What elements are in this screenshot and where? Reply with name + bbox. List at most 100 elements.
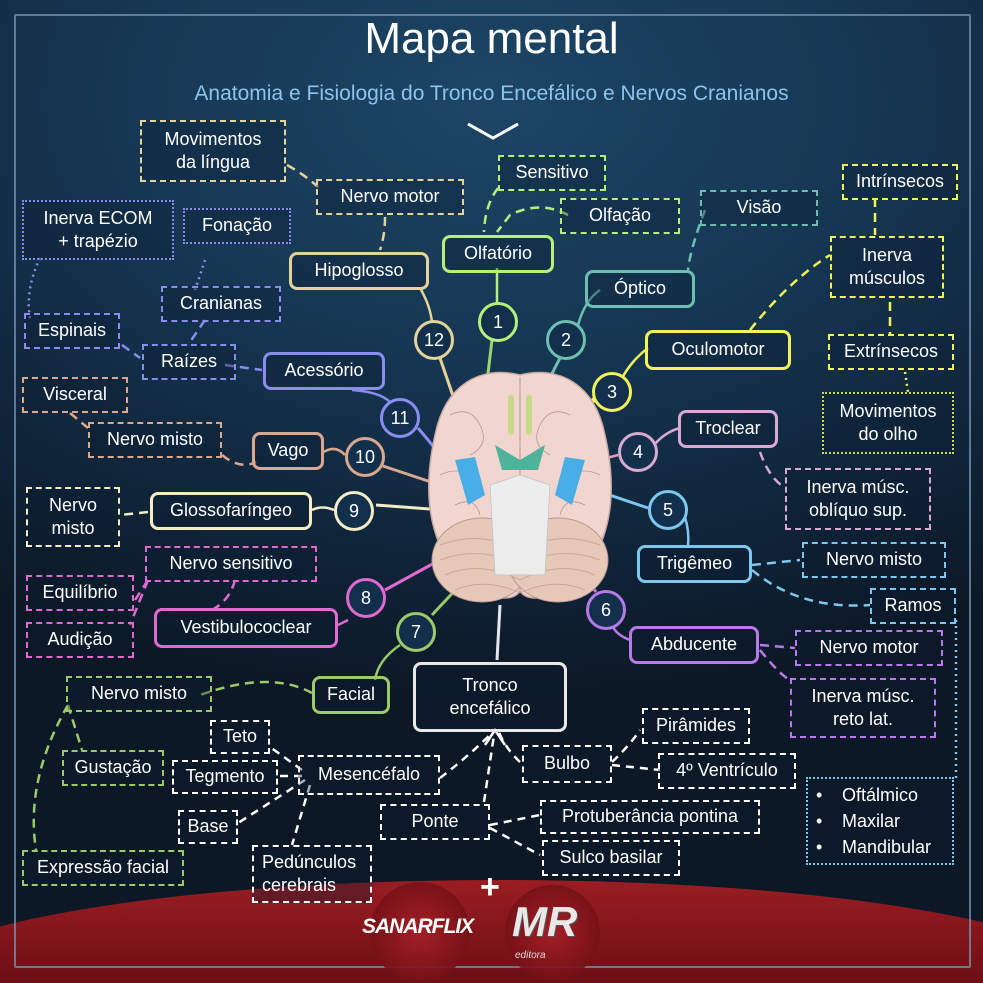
olfatorio-olfacao[interactable]: Olfação [560, 198, 680, 234]
tronco-encefalico-node[interactable]: Tronco encefálico [413, 662, 567, 732]
bulbo-node[interactable]: Bulbo [522, 745, 612, 783]
oculomotor-extrinsecos[interactable]: Extrínsecos [828, 334, 954, 370]
mr-logo: MR [512, 898, 578, 945]
number-5: 5 [662, 499, 673, 520]
ramos-label: Ramos [884, 595, 942, 616]
vago-visceral[interactable]: Visceral [22, 377, 128, 413]
nerve-troclear[interactable]: Troclear [678, 410, 778, 448]
acessorio-cranianas[interactable]: Cranianas [161, 286, 281, 322]
mesencefalo-node[interactable]: Mesencéfalo [298, 755, 440, 795]
nerve-olfatorio[interactable]: Olfatório [442, 235, 554, 273]
abducente-label: Abducente [650, 634, 738, 655]
glosso-misto-line2: misto [51, 518, 95, 538]
reto-line2: reto lat. [832, 709, 893, 729]
troclear-inerva-obliquo[interactable]: Inerva músc.oblíquo sup. [785, 468, 931, 530]
nerve-optico[interactable]: Óptico [585, 270, 695, 308]
abducente-nervo-motor[interactable]: Nervo motor [795, 630, 943, 666]
brain-illustration [428, 371, 612, 603]
branch-maxilar: Maxilar [816, 808, 931, 834]
vest-audicao[interactable]: Audição [26, 622, 134, 658]
olfatorio-sensitivo[interactable]: Sensitivo [498, 155, 606, 191]
nerve-number-5: 5 [648, 490, 688, 530]
acessorio-fonacao[interactable]: Fonação [183, 208, 291, 244]
facial-misto-label: Nervo misto [90, 683, 188, 704]
trigemeo-branches-list: Oftálmico Maxilar Mandibular [806, 777, 954, 865]
nerve-acessorio[interactable]: Acessório [263, 352, 385, 390]
acessorio-espinais[interactable]: Espinais [24, 313, 120, 349]
visao-label: Visão [736, 197, 782, 218]
nerve-hipoglosso[interactable]: Hipoglosso [289, 252, 429, 290]
optico-label: Óptico [613, 278, 667, 299]
hipoglosso-nervo-motor[interactable]: Nervo motor [316, 179, 464, 215]
number-4: 4 [632, 441, 643, 462]
tronco-title-line1: Tronco [462, 674, 518, 695]
ecom-line2: + trapézio [58, 231, 138, 251]
vest-nervo-sensitivo[interactable]: Nervo sensitivo [145, 546, 317, 582]
tegmento-label: Tegmento [185, 766, 265, 787]
nerve-number-10: 10 [345, 437, 385, 477]
plus-icon: + [480, 868, 500, 906]
teto-node[interactable]: Teto [210, 720, 270, 754]
number-3: 3 [606, 381, 617, 402]
nerve-facial[interactable]: Facial [312, 676, 390, 714]
fonacao-label: Fonação [201, 215, 273, 236]
number-9: 9 [348, 500, 359, 521]
mov-olho-line1: Movimentos [839, 400, 937, 421]
intrinsecos-label: Intrínsecos [855, 171, 945, 192]
ponte-node[interactable]: Ponte [380, 804, 490, 840]
abducente-inerva-reto[interactable]: Inerva músc. reto lat. [790, 678, 936, 738]
glosso-nervo-misto[interactable]: Nervo misto [26, 487, 120, 547]
protuberancia-node[interactable]: Protuberância pontina [540, 800, 760, 834]
expressao-label: Expressão facial [36, 857, 170, 878]
trigemeo-nervo-misto[interactable]: Nervo misto [802, 542, 946, 578]
nerve-number-6: 6 [586, 590, 626, 630]
nerve-number-4: 4 [618, 432, 658, 472]
nerve-vago[interactable]: Vago [252, 432, 324, 470]
hipoglosso-label: Hipoglosso [314, 260, 404, 281]
base-node[interactable]: Base [178, 810, 238, 844]
acessorio-inerva-ecom[interactable]: Inerva ECOM + trapézio [22, 200, 174, 260]
acessorio-raizes[interactable]: Raízes [142, 344, 236, 380]
teto-label: Teto [222, 726, 258, 747]
chevron-down-icon [467, 122, 519, 140]
nerve-glossofaringeo[interactable]: Glossofaríngeo [150, 492, 312, 530]
quarto-ventriculo-label: 4º Ventrículo [676, 760, 778, 781]
sulco-basilar-node[interactable]: Sulco basilar [542, 840, 680, 876]
vago-nervo-misto[interactable]: Nervo misto [88, 422, 222, 458]
troclear-label: Troclear [695, 418, 761, 439]
trigemeo-ramos[interactable]: Ramos [870, 588, 956, 624]
piramides-node[interactable]: Pirâmides [642, 708, 750, 744]
reto-line1: Inerva músc. [811, 685, 915, 706]
number-2: 2 [560, 329, 571, 350]
oculomotor-intrinsecos[interactable]: Intrínsecos [842, 164, 958, 200]
facial-gustacao[interactable]: Gustação [62, 750, 164, 786]
abd-motor-label: Nervo motor [819, 637, 919, 658]
protuberancia-label: Protuberância pontina [561, 806, 739, 827]
facial-label: Facial [326, 684, 375, 705]
inerva-musculos-line1: Inerva [861, 244, 913, 265]
nerve-trigemeo[interactable]: Trigêmeo [637, 545, 752, 583]
number-8: 8 [360, 587, 371, 608]
nerve-oculomotor[interactable]: Oculomotor [645, 330, 791, 370]
nerve-abducente[interactable]: Abducente [629, 626, 759, 664]
optico-visao[interactable]: Visão [700, 190, 818, 226]
ecom-line1: Inerva ECOM [43, 207, 153, 228]
olfatorio-label: Olfatório [463, 243, 533, 264]
nerve-vestibulococlear[interactable]: Vestibulococlear [154, 608, 338, 648]
tronco-title-line2: encefálico [449, 698, 531, 718]
vest-equilibrio[interactable]: Equilíbrio [26, 575, 134, 611]
sanarflix-logo-circle [370, 882, 470, 982]
quarto-ventriculo-node[interactable]: 4º Ventrículo [658, 753, 796, 789]
facial-expressao[interactable]: Expressão facial [22, 850, 184, 886]
nerve-number-8: 8 [346, 578, 386, 618]
glosso-misto-line1: Nervo [48, 494, 97, 515]
tegmento-node[interactable]: Tegmento [172, 760, 278, 794]
oculomotor-label: Oculomotor [671, 339, 765, 360]
number-1: 1 [492, 311, 503, 332]
facial-nervo-misto[interactable]: Nervo misto [66, 676, 212, 712]
